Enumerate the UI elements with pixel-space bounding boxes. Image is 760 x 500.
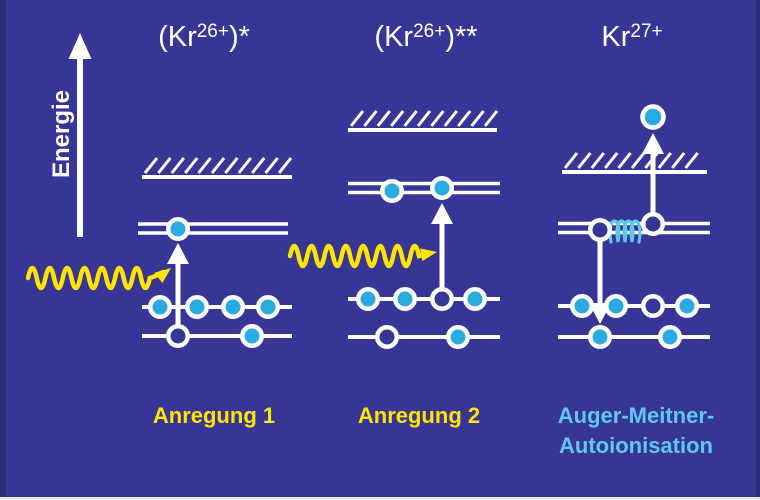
hatch-mark bbox=[577, 152, 592, 169]
title-text: Kr bbox=[601, 21, 631, 53]
panel-title-kr27: Kr27+ bbox=[549, 21, 715, 54]
hatch-mark bbox=[617, 152, 632, 169]
hatch-mark bbox=[264, 157, 279, 174]
electron bbox=[463, 287, 487, 311]
emission-arrow-head bbox=[642, 133, 664, 154]
electron bbox=[675, 294, 699, 318]
electron bbox=[240, 324, 264, 348]
electron-hole bbox=[588, 218, 612, 242]
electron bbox=[658, 325, 682, 349]
electron bbox=[166, 217, 190, 241]
caption-auger-meitner: Auger-Meitner- Autoionisation bbox=[541, 401, 731, 461]
title-superscript: 26+ bbox=[413, 21, 446, 42]
hatch-mark bbox=[237, 157, 252, 174]
electron bbox=[570, 294, 594, 318]
electron bbox=[380, 179, 404, 203]
electron bbox=[393, 287, 417, 311]
electron-hole bbox=[430, 287, 454, 311]
title-superscript: 27+ bbox=[630, 21, 663, 42]
hatch-mark bbox=[604, 152, 619, 169]
photon-arrowhead bbox=[154, 268, 171, 283]
hatch-mark bbox=[197, 157, 212, 174]
electron bbox=[446, 325, 470, 349]
hatch-mark bbox=[684, 152, 699, 169]
electron bbox=[356, 287, 380, 311]
hatch-mark bbox=[403, 110, 418, 127]
hatch-mark bbox=[349, 110, 365, 127]
title-superscript: 26+ bbox=[196, 21, 229, 42]
electron-hole bbox=[641, 294, 665, 318]
hatch-mark bbox=[277, 157, 293, 174]
photon-wave-icon bbox=[25, 265, 166, 291]
hatch-mark bbox=[590, 152, 605, 169]
photon-arrowhead bbox=[420, 248, 437, 262]
electron bbox=[221, 295, 245, 319]
panel-title-kr26-doublestar: (Kr26+)** bbox=[337, 21, 515, 54]
caption-anregung-1: Anregung 1 bbox=[134, 401, 294, 431]
hatch-mark bbox=[210, 157, 226, 174]
hatch-mark bbox=[430, 110, 445, 127]
photon-wave-icon bbox=[287, 243, 432, 269]
hatch-mark bbox=[671, 152, 686, 169]
coulomb-interaction-spring-icon bbox=[608, 219, 642, 244]
electron bbox=[430, 176, 454, 200]
hatch-mark bbox=[483, 110, 499, 127]
hatch-mark bbox=[363, 110, 378, 127]
bottom-edge-strip bbox=[0, 497, 760, 500]
left-edge-shade bbox=[0, 0, 6, 500]
hatch-mark bbox=[630, 152, 646, 169]
hatch-mark bbox=[457, 110, 472, 127]
caption-line: Anregung 1 bbox=[152, 403, 276, 428]
caption-line: Auger-Meitner- bbox=[557, 403, 715, 428]
energy-axis-arrowhead bbox=[68, 33, 92, 59]
panel-anregung-2 bbox=[287, 110, 500, 349]
electron bbox=[588, 325, 612, 349]
hatch-mark bbox=[157, 157, 172, 174]
hatch-mark bbox=[657, 152, 672, 169]
right-edge-shade bbox=[756, 0, 760, 500]
hatch-mark bbox=[390, 110, 405, 127]
electron bbox=[256, 295, 280, 319]
panel-anregung-1 bbox=[25, 157, 293, 348]
electron-hole bbox=[641, 212, 665, 236]
hatch-mark bbox=[416, 110, 432, 127]
hatch-mark bbox=[170, 157, 185, 174]
excitation-arrow-head bbox=[167, 243, 189, 264]
caption-line: Anregung 2 bbox=[357, 403, 481, 428]
free-electron bbox=[640, 104, 666, 130]
electron bbox=[148, 295, 172, 319]
hatch-mark bbox=[563, 152, 579, 169]
title-text: )* bbox=[228, 21, 250, 53]
panel-auger-meitner bbox=[558, 104, 710, 349]
hatch-mark bbox=[224, 157, 239, 174]
hatch-mark bbox=[443, 110, 458, 127]
excitation-arrow-head bbox=[431, 203, 453, 224]
caption-line: Autoionisation bbox=[559, 433, 713, 458]
electron bbox=[185, 295, 209, 319]
title-text: (Kr bbox=[374, 21, 414, 53]
hatch-mark bbox=[251, 157, 266, 174]
hatch-mark bbox=[143, 157, 159, 174]
caption-anregung-2: Anregung 2 bbox=[339, 401, 499, 431]
panel-title-kr26-star: (Kr26+)* bbox=[119, 21, 289, 54]
title-text: )** bbox=[445, 21, 478, 53]
hatch-mark bbox=[470, 110, 485, 127]
electron-hole bbox=[166, 324, 190, 348]
hatch-mark bbox=[184, 157, 199, 174]
title-text: (Kr bbox=[158, 21, 197, 53]
electron-hole bbox=[375, 325, 399, 349]
hatch-mark bbox=[376, 110, 391, 127]
energy-axis-label: Energie bbox=[48, 89, 75, 179]
electron bbox=[604, 294, 628, 318]
